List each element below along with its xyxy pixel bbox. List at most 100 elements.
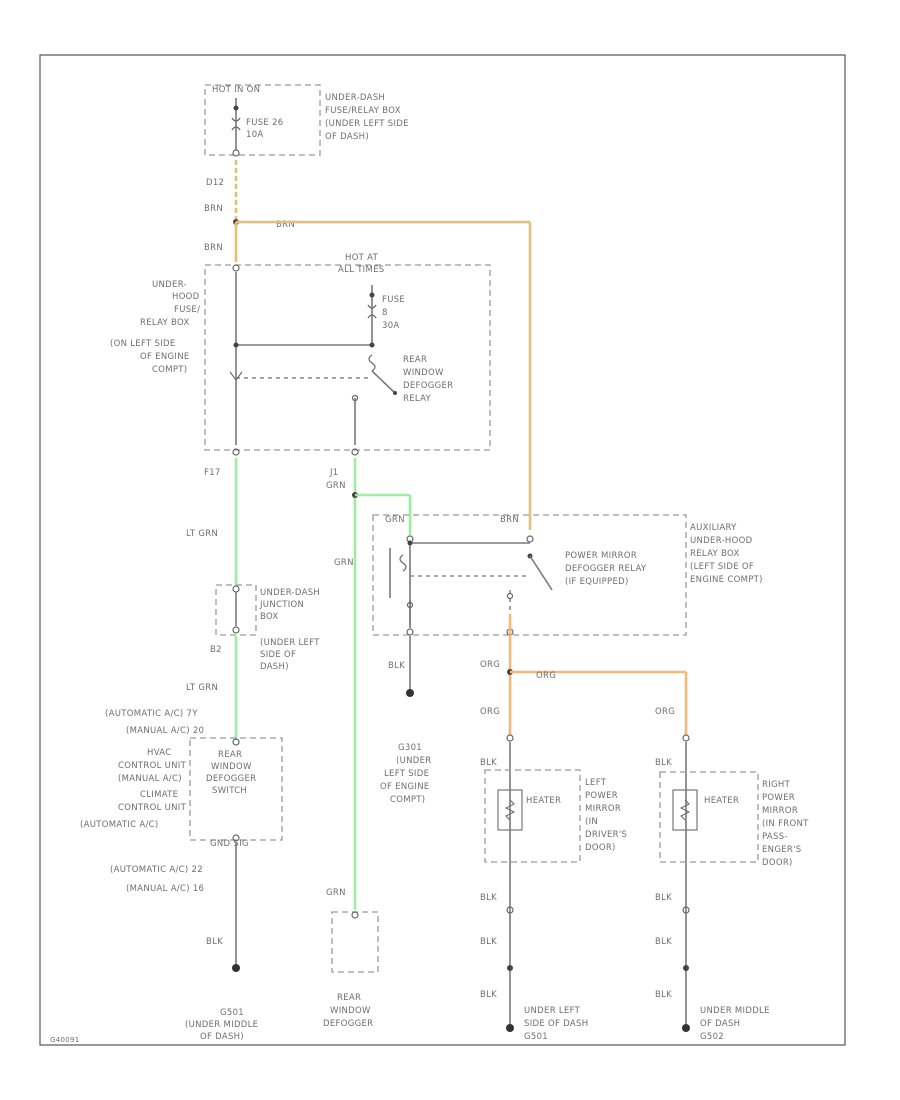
fuse-box-location-3: (UNDER LEFT SIDE xyxy=(325,119,409,129)
footer-code: G40091 xyxy=(50,1036,80,1044)
wire-brn-label-2: BRN xyxy=(276,220,295,230)
grn-label-4: GRN xyxy=(326,888,346,898)
underhood-location-2: HOOD xyxy=(172,292,200,302)
left-mirror-label-2: POWER xyxy=(585,791,618,801)
left-mirror-label-3: MIRROR xyxy=(585,804,621,814)
fuse-8-amp: 30A xyxy=(382,321,400,331)
aux-brn-label: BRN xyxy=(500,515,519,525)
underhood-location-1: UNDER- xyxy=(152,280,187,290)
right-mirror-blk-4: BLK xyxy=(655,990,672,1000)
relay-label-3: DEFOGGER xyxy=(403,381,453,391)
diagram-frame xyxy=(39,54,846,1046)
aux-location-2: UNDER-HOOD xyxy=(690,536,753,546)
lt-grn-label-2: LT GRN xyxy=(186,683,218,693)
left-ground-3: G501 xyxy=(524,1032,548,1042)
auxiliary-relay-box: GRN BRN AUXILIARY UNDER-HOOD RELAY BOX (… xyxy=(372,514,762,805)
right-ground-1: UNDER MIDDLE xyxy=(700,1006,770,1016)
switch-pins: GND SIG xyxy=(210,839,249,849)
middle-branch: GRN GRN GRN REAR WINDOW DEFOGGER xyxy=(323,458,412,1029)
right-mirror-label-6: ENGER'S xyxy=(762,845,801,855)
left-ground-2: SIDE OF DASH xyxy=(524,1019,588,1029)
fuse-26-amp: 10A xyxy=(246,130,264,140)
relay-label-1: REAR xyxy=(403,355,427,365)
defogger-label-1: REAR xyxy=(337,993,361,1003)
underhood-location-6: OF ENGINE xyxy=(140,352,190,362)
ground-g502 xyxy=(682,1024,690,1032)
fuse-8-num: 8 xyxy=(382,308,388,318)
left-ground-1: UNDER LEFT xyxy=(524,1006,581,1016)
left-branch: LT GRN UNDER-DASH JUNCTION BOX (UNDER LE… xyxy=(80,458,320,1042)
right-mirror-label-4: (IN FRONT xyxy=(762,819,809,829)
fuse-box-location-4: OF DASH) xyxy=(325,132,369,142)
junction-location-4: (UNDER LEFT xyxy=(260,638,320,648)
grn-label-1: GRN xyxy=(326,481,346,491)
g301-label-2: (UNDER xyxy=(396,756,432,766)
pin-manual-20: (MANUAL A/C) 20 xyxy=(126,726,204,736)
right-ground-3: G502 xyxy=(700,1032,724,1042)
switch-label-3: DEFOGGER xyxy=(206,774,256,784)
g301-label-3: LEFT SIDE xyxy=(384,769,429,779)
pin-j1: J1 xyxy=(329,468,339,478)
hot-at-all-times-1: HOT AT xyxy=(345,253,379,263)
junction-pin-b2: B2 xyxy=(210,645,222,655)
ground-g501-mirror xyxy=(506,1024,514,1032)
underdash-fuse-box: HOT IN ON FUSE 26 10A UNDER-DASH FUSE/RE… xyxy=(204,84,409,188)
fuse-box-pin: D12 xyxy=(206,178,224,188)
underhood-location-7: COMPT) xyxy=(152,365,187,375)
org-label-1: ORG xyxy=(480,660,500,670)
g301-label-1: G301 xyxy=(398,743,422,753)
right-mirror-label-3: MIRROR xyxy=(762,806,798,816)
ground-g301 xyxy=(406,689,414,697)
control-unit-2: CONTROL UNIT xyxy=(118,761,187,771)
right-heater-label: HEATER xyxy=(704,796,739,806)
underhood-location-4: RELAY BOX xyxy=(140,318,190,328)
pin-manual-16: (MANUAL A/C) 16 xyxy=(126,884,204,894)
left-heater-label: HEATER xyxy=(526,796,561,806)
underhood-location-3: FUSE/ xyxy=(174,305,200,315)
fuse-box-location-2: FUSE/RELAY BOX xyxy=(325,106,401,116)
switch-label-2: WINDOW xyxy=(211,762,252,772)
ground-g501-left xyxy=(232,964,240,972)
right-branch: ORG ORG ORG ORG BLK HEATER LEFT POWER MI… xyxy=(480,614,809,1042)
org-label-3: ORG xyxy=(480,707,500,717)
control-unit-5: CONTROL UNIT xyxy=(118,803,187,813)
org-label-2: ORG xyxy=(536,671,556,681)
right-mirror-blk-3: BLK xyxy=(655,937,672,947)
aux-grn-label: GRN xyxy=(385,515,405,525)
left-mirror-blk-2: BLK xyxy=(480,893,497,903)
pin-auto-22: (AUTOMATIC A/C) 22 xyxy=(110,865,203,875)
fuse-8-label: FUSE xyxy=(382,295,405,305)
control-unit-4: CLIMATE xyxy=(140,790,178,800)
right-heater-element xyxy=(672,789,698,831)
org-label-4: ORG xyxy=(655,707,675,717)
right-mirror-label-5: PASS- xyxy=(762,832,788,842)
right-mirror-label-7: DOOR) xyxy=(762,858,793,868)
g301-label-4: OF ENGINE xyxy=(380,782,430,792)
aux-blk-label: BLK xyxy=(388,661,405,671)
g301-label-5: COMPT) xyxy=(390,795,425,805)
defogger-label-2: WINDOW xyxy=(330,1006,371,1016)
left-mirror-label-4: (IN xyxy=(585,817,598,827)
ground-left-3: OF DASH) xyxy=(200,1032,244,1042)
pin-auto-7y: (AUTOMATIC A/C) 7Y xyxy=(105,709,198,719)
right-mirror-blk-1: BLK xyxy=(655,758,672,768)
hot-in-on-label: HOT IN ON xyxy=(212,85,260,95)
lt-grn-label-1: LT GRN xyxy=(186,529,218,539)
left-mirror-blk-3: BLK xyxy=(480,937,497,947)
relay-label-2: WINDOW xyxy=(403,368,444,378)
ground-left-1: G501 xyxy=(220,1008,244,1018)
control-unit-6: (AUTOMATIC A/C) xyxy=(80,820,159,830)
left-mirror-label-5: DRIVER'S xyxy=(585,830,627,840)
grn-label-2: GRN xyxy=(334,558,354,568)
left-mirror-label-1: LEFT xyxy=(585,778,607,788)
right-mirror-label-2: POWER xyxy=(762,793,795,803)
ground-left-2: (UNDER MIDDLE xyxy=(185,1020,258,1030)
wire-brn-label-3: BRN xyxy=(204,243,223,253)
wire-brn-label-1: BRN xyxy=(204,204,223,214)
junction-location-3: BOX xyxy=(260,612,279,622)
left-mirror-blk-4: BLK xyxy=(480,990,497,1000)
aux-location-1: AUXILIARY xyxy=(690,523,737,533)
left-blk-label: BLK xyxy=(206,937,223,947)
junction-location-2: JUNCTION xyxy=(259,600,304,610)
